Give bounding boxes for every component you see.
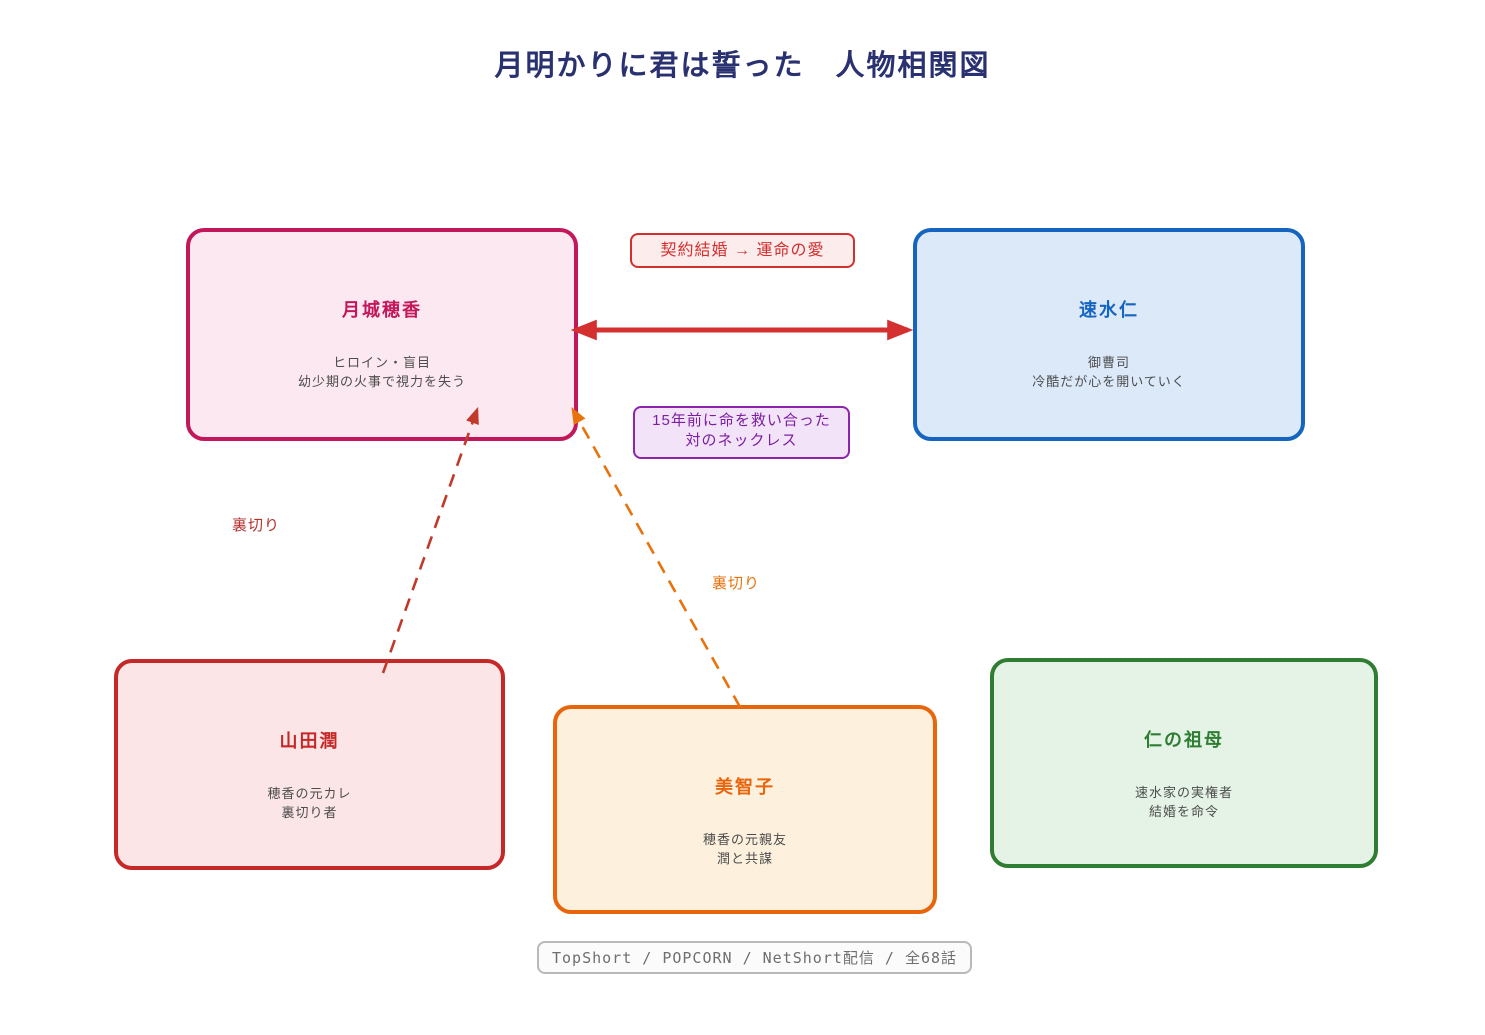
character-description: 御曹司 冷酷だが心を開いていく (1032, 355, 1186, 389)
character-name: 山田潤 (279, 731, 340, 751)
character-description: 穂香の元親友 潤と共謀 (702, 832, 787, 866)
character-description: 穂香の元カレ 裏切り者 (267, 786, 352, 820)
character-box-tsukishiro-hooka: 月城穂香 ヒロイン・盲目 幼少期の火事で視力を失う (186, 228, 578, 441)
character-name: 月城穂香 (342, 300, 422, 320)
distribution-info-badge: TopShort / POPCORN / NetShort配信 / 全68話 (537, 941, 973, 974)
character-name: 速水仁 (1079, 300, 1139, 320)
character-name: 美智子 (715, 777, 775, 797)
character-box-michiko: 美智子 穂香の元親友 潤と共謀 (553, 705, 937, 914)
character-box-hayami-jin: 速水仁 御曹司 冷酷だが心を開いていく (913, 228, 1305, 441)
label-betrayal-michiko: 裏切り (712, 575, 761, 592)
character-description: ヒロイン・盲目 幼少期の火事で視力を失う (297, 355, 466, 389)
character-description: 速水家の実権者 結婚を命令 (1134, 785, 1233, 819)
label-necklace-annotation: 15年前に命を救い合った 対のネックレス (633, 406, 850, 459)
label-contract-marriage: 契約結婚 → 運命の愛 (630, 233, 855, 268)
label-betrayal-jun: 裏切り (232, 517, 281, 534)
character-name: 仁の祖母 (1144, 730, 1224, 750)
character-box-yamada-jun: 山田潤 穂香の元カレ 裏切り者 (114, 659, 505, 870)
diagram-title: 月明かりに君は誓った 人物相関図 (494, 50, 991, 82)
character-box-jin-grandmother: 仁の祖母 速水家の実権者 結婚を命令 (990, 658, 1378, 868)
edge-betrayal-jun (381, 406, 479, 674)
